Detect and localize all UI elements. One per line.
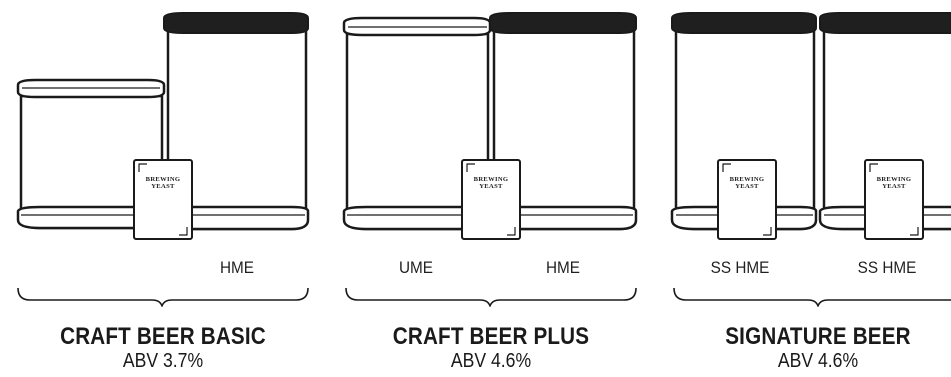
kit-1-cans: [18, 13, 308, 239]
yeast-label-line2: YEAST: [479, 183, 503, 190]
yeast-label-line1: BREWING: [146, 176, 181, 183]
kit-1-brace: [18, 288, 308, 306]
kit-1-can-2-label: HME: [183, 258, 291, 278]
kit-3-title: SIGNATURE BEER: [689, 323, 947, 351]
kit-2-can-1-label: UME: [362, 258, 470, 278]
kit-3-can-2-label: SS HME: [833, 258, 941, 278]
yeast-label-line1: BREWING: [474, 176, 509, 183]
kit-1-title: CRAFT BEER BASIC: [34, 323, 292, 351]
yeast-label-line2: YEAST: [151, 183, 175, 190]
yeast-packet: [718, 160, 776, 239]
kit-3-abv: ABV 4.6%: [686, 350, 950, 373]
kit-2-can-2-label: HME: [509, 258, 617, 278]
yeast-packet: [865, 160, 923, 239]
yeast-label-line2: YEAST: [882, 183, 906, 190]
kit-2-brace: [346, 288, 636, 306]
kit-2-abv: ABV 4.6%: [359, 350, 623, 373]
yeast-label-line1: BREWING: [877, 176, 912, 183]
kit-2-title: CRAFT BEER PLUS: [362, 323, 620, 351]
kit-1-abv: ABV 3.7%: [31, 350, 295, 373]
yeast-label-line2: YEAST: [735, 183, 759, 190]
kit-3-can-1-label: SS HME: [686, 258, 794, 278]
kit-3-brace: [674, 288, 951, 306]
yeast-label-line1: BREWING: [730, 176, 765, 183]
yeast-packet: [462, 160, 520, 239]
kit-3-cans: [672, 13, 951, 239]
kit-2-cans: [344, 13, 636, 239]
yeast-packet: [134, 160, 192, 239]
